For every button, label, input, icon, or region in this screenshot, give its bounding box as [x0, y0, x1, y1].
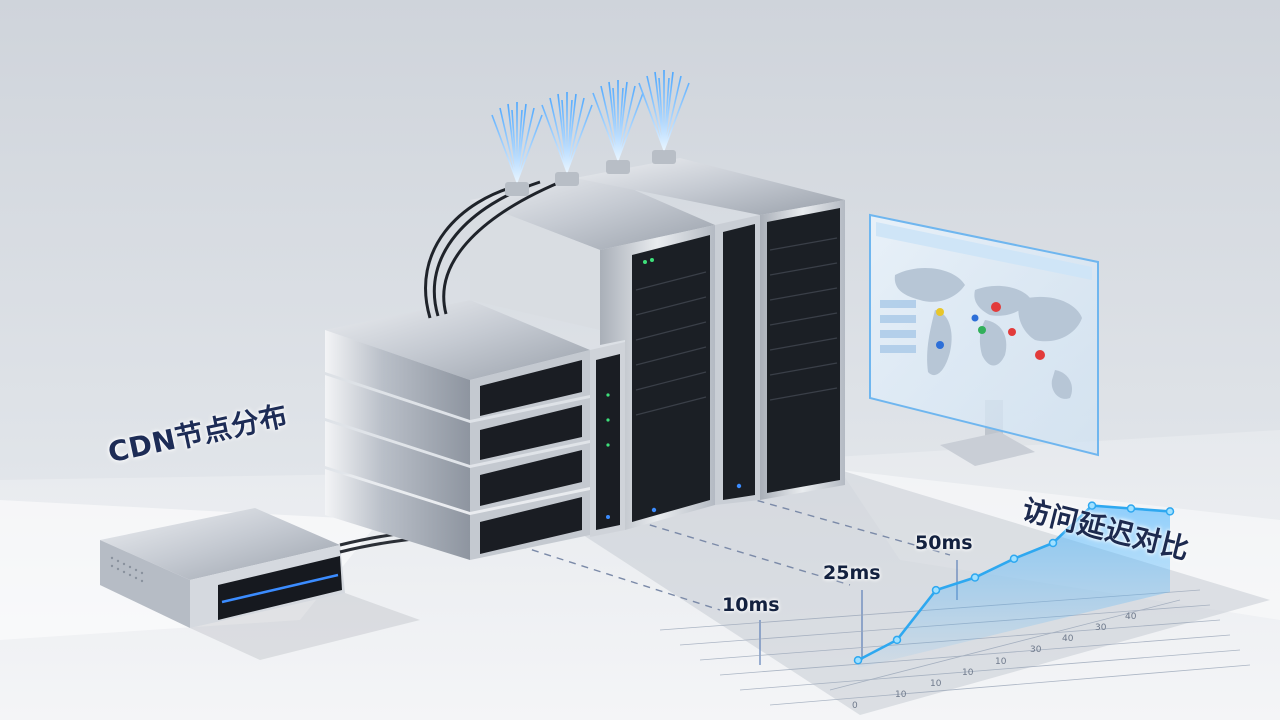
rack-server-stack: [325, 300, 625, 560]
svg-text:10: 10: [895, 690, 907, 700]
latency-point-8: [1165, 507, 1175, 516]
svg-text:30: 30: [1030, 645, 1042, 655]
latency-point-6: [1087, 501, 1097, 510]
latency-point-4: [1009, 554, 1019, 563]
svg-text:30: 30: [1095, 623, 1107, 633]
latency-point-1: [892, 635, 902, 645]
map-pins: [936, 302, 1045, 360]
svg-text:10: 10: [995, 657, 1007, 667]
svg-text:10: 10: [962, 668, 974, 678]
dashboard-screen: [869, 213, 1099, 457]
latency-point-3: [970, 573, 980, 582]
latency-point-2: [931, 585, 941, 595]
fiber-optic-bundles: [491, 70, 690, 196]
latency-chart-points: [853, 501, 1175, 665]
latency-marker-25ms: 25ms: [823, 562, 881, 584]
svg-text:0: 0: [852, 701, 858, 711]
latency-marker-10ms: 10ms: [722, 594, 780, 616]
latency-marker-50ms: 50ms: [915, 532, 973, 554]
svg-text:40: 40: [1125, 612, 1137, 622]
tower-server-1: [470, 175, 715, 530]
svg-text:40: 40: [1062, 634, 1074, 644]
tower-server-2: [575, 158, 845, 505]
svg-text:10: 10: [930, 679, 942, 689]
latency-point-7: [1126, 504, 1136, 513]
latency-point-5: [1048, 538, 1058, 548]
latency-chart-area: [858, 505, 1170, 668]
edge-node-box: [100, 508, 420, 660]
latency-point-0: [853, 656, 863, 665]
